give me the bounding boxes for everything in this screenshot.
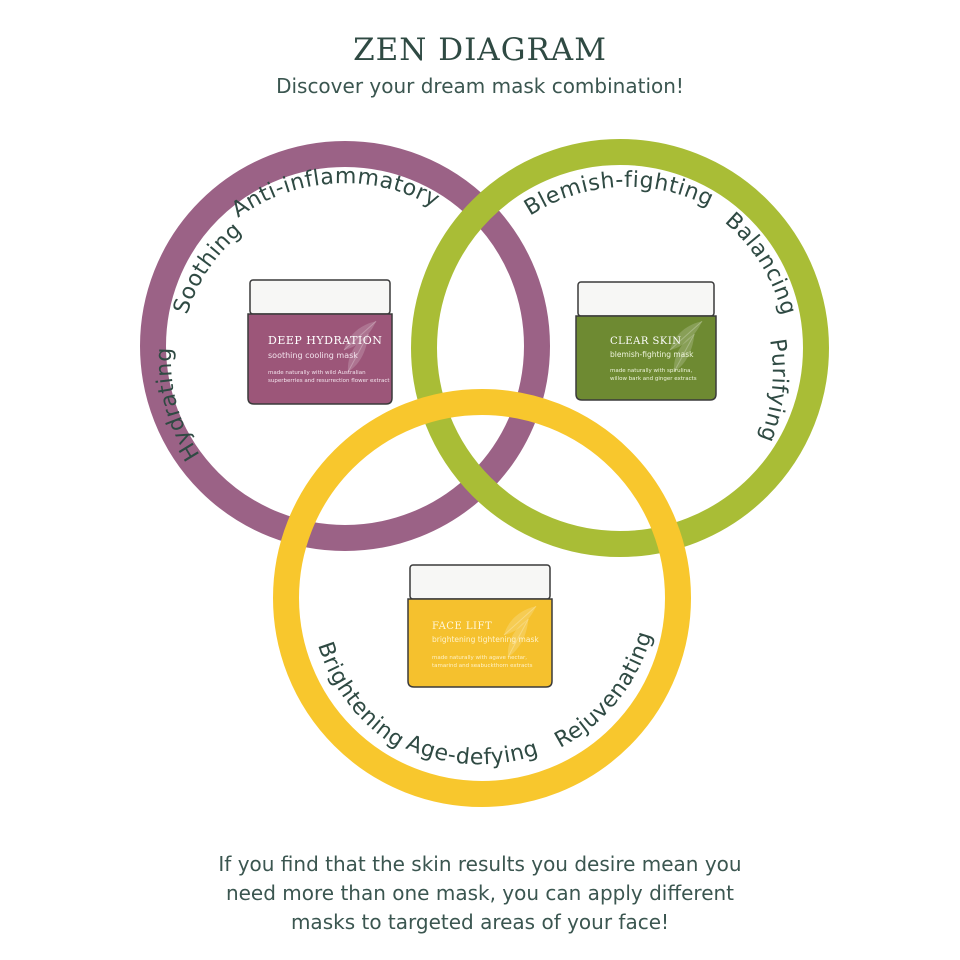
page-title: ZEN DIAGRAM	[353, 32, 607, 68]
jar-name: CLEAR SKIN	[610, 336, 682, 347]
jar-tagline: soothing cooling mask	[268, 351, 358, 360]
jar-ingredients-1: made naturally with agave nectar,	[432, 655, 527, 661]
jar-name: FACE LIFT	[432, 621, 492, 632]
jar-ingredients-1: made naturally with wild Australian	[268, 370, 366, 376]
jar-clear-skin: CLEAR SKIN blemish-fighting mask made na…	[575, 281, 717, 401]
jar-ingredients-2: superberries and resurrection flower ext…	[268, 378, 390, 384]
jar-deep-hydration: DEEP HYDRATION soothing cooling mask mad…	[247, 279, 393, 405]
jar-tagline: brightening tightening mask	[432, 635, 539, 644]
jar-ingredients-1: made naturally with spirulina,	[610, 368, 693, 374]
yellow-circle	[273, 389, 691, 807]
footer-line-3: masks to targeted areas of your face!	[290, 910, 670, 934]
green-circle	[411, 139, 829, 557]
page-subtitle: Discover your dream mask combination!	[276, 74, 684, 98]
jar-ingredients-2: tamarind and seabuckthorn extracts	[432, 663, 533, 669]
footer-line-2: need more than one mask, you can apply d…	[225, 881, 735, 905]
footer-line-1: If you find that the skin results you de…	[218, 852, 742, 876]
jar-lid	[577, 281, 715, 317]
footer-note: If you find that the skin results you de…	[0, 850, 960, 937]
jar-lid	[249, 279, 391, 315]
jar-lid	[409, 564, 551, 600]
jar-face-lift: FACE LIFT brightening tightening mask ma…	[407, 564, 553, 688]
benefit-age-defying: Age-defying	[403, 731, 542, 771]
jar-ingredients-2: willow bark and ginger extracts	[610, 376, 697, 382]
purple-circle	[140, 141, 550, 551]
jar-name: DEEP HYDRATION	[268, 334, 382, 347]
jar-tagline: blemish-fighting mask	[610, 350, 694, 359]
